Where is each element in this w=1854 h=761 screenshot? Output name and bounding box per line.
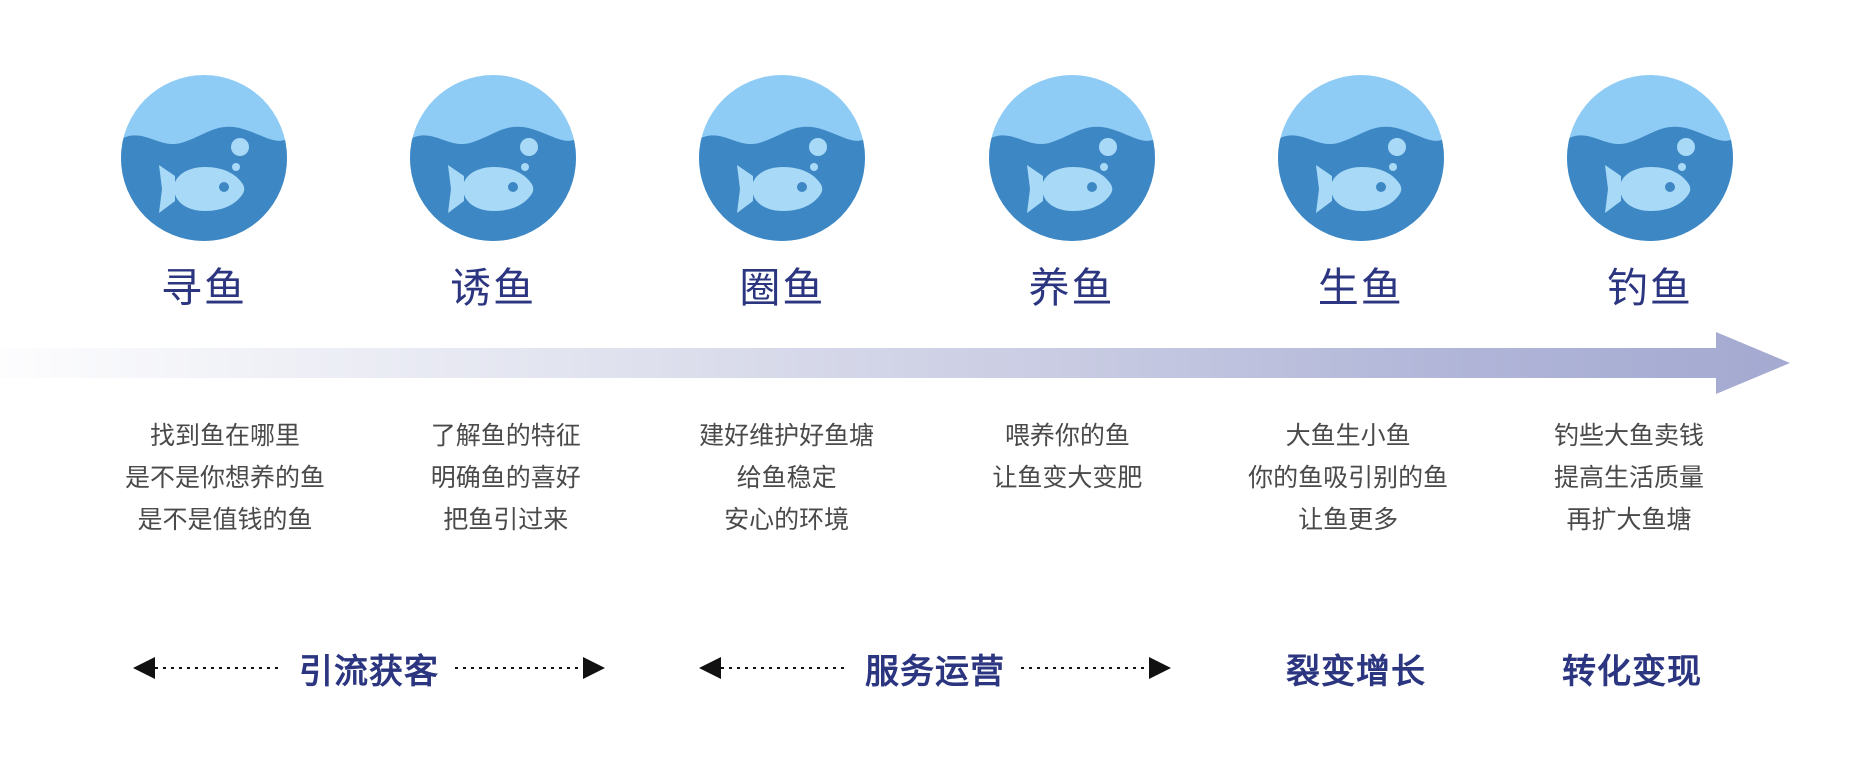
description-line: 让鱼更多 [1298, 506, 1399, 534]
description-line: 给鱼稳定 [736, 464, 837, 492]
description-line: 找到鱼在哪里 [149, 422, 300, 450]
phase-group-1: 引流获客 [86, 628, 652, 708]
stage-icon-cell-4 [974, 75, 1170, 241]
description-line: 安心的环境 [724, 506, 850, 534]
stage-icon-cell-1 [106, 75, 302, 241]
dotted-arrow-left-icon [699, 657, 849, 679]
description-line: 让鱼变大变肥 [992, 464, 1143, 492]
description-line: 喂养你的鱼 [1004, 422, 1130, 450]
phase-group-4: 转化变现 [1494, 628, 1770, 708]
description-line: 建好维护好鱼塘 [699, 422, 875, 450]
description-line: 是不是值钱的鱼 [137, 506, 313, 534]
description-line: 钓些大鱼卖钱 [1553, 422, 1704, 450]
description-line: 你的鱼吸引别的鱼 [1248, 464, 1449, 492]
flow-arrow-band [0, 332, 1790, 394]
dotted-arrow-right-icon [1021, 657, 1171, 679]
phase-group-2: 服务运营 [652, 628, 1218, 708]
stage-icon-cell-2 [395, 75, 591, 241]
stage-description-6: 钓些大鱼卖钱 提高生活质量 再扩大鱼塘 [1500, 415, 1758, 541]
fish-in-water-circle-icon [410, 75, 577, 241]
stage-title-2: 诱鱼 [450, 265, 537, 311]
stage-title-3: 圈鱼 [739, 265, 826, 311]
stage-description-1: 找到鱼在哪里 是不是你想养的鱼 是不是值钱的鱼 [96, 415, 354, 541]
stage-description-2: 了解鱼的特征 明确鱼的喜好 把鱼引过来 [377, 415, 635, 541]
stage-description-4: 喂养你的鱼 让鱼变大变肥 [938, 415, 1196, 499]
stage-title-4: 养鱼 [1028, 265, 1115, 311]
phase-label-row: 引流获客 服务运营 裂变增长 转化变现 [86, 628, 1770, 708]
stage-description-3: 建好维护好鱼塘 给鱼稳定 安心的环境 [658, 415, 916, 541]
phase-label-3: 裂变增长 [1286, 652, 1426, 691]
fish-in-water-circle-icon [121, 75, 287, 241]
phase-label-4: 转化变现 [1562, 652, 1702, 691]
description-line: 把鱼引过来 [443, 506, 569, 534]
stage-icon-cell-3 [684, 75, 880, 241]
description-line: 明确鱼的喜好 [430, 464, 581, 492]
stage-icon-cell-5 [1263, 75, 1459, 241]
dotted-arrow-right-icon [455, 657, 605, 679]
stage-title-row: 寻鱼 诱鱼 圈鱼 养鱼 生鱼 钓鱼 [106, 262, 1748, 324]
description-line: 再扩大鱼塘 [1566, 506, 1692, 534]
description-line: 提高生活质量 [1553, 464, 1704, 492]
fish-in-water-circle-icon [1277, 75, 1444, 241]
stage-icon-cell-6 [1552, 75, 1748, 241]
stage-title-6: 钓鱼 [1606, 265, 1693, 311]
phase-label-2: 服务运营 [865, 652, 1005, 691]
phase-label-1: 引流获客 [299, 652, 439, 691]
fish-in-water-circle-icon [699, 75, 866, 241]
stage-title-5: 生鱼 [1317, 265, 1404, 311]
fish-in-water-circle-icon [1566, 75, 1733, 241]
fish-in-water-circle-icon [988, 75, 1155, 241]
stage-title-1: 寻鱼 [161, 265, 247, 311]
stage-icon-row [106, 58, 1748, 258]
stage-description-row: 找到鱼在哪里 是不是你想养的鱼 是不是值钱的鱼 了解鱼的特征 明确鱼的喜好 把鱼… [96, 415, 1758, 565]
stage-description-5: 大鱼生小鱼 你的鱼吸引别的鱼 让鱼更多 [1219, 415, 1477, 541]
phase-group-3: 裂变增长 [1218, 628, 1494, 708]
description-line: 大鱼生小鱼 [1285, 422, 1411, 450]
dotted-arrow-left-icon [133, 657, 283, 679]
description-line: 是不是你想养的鱼 [124, 464, 325, 492]
description-line: 了解鱼的特征 [430, 422, 581, 450]
